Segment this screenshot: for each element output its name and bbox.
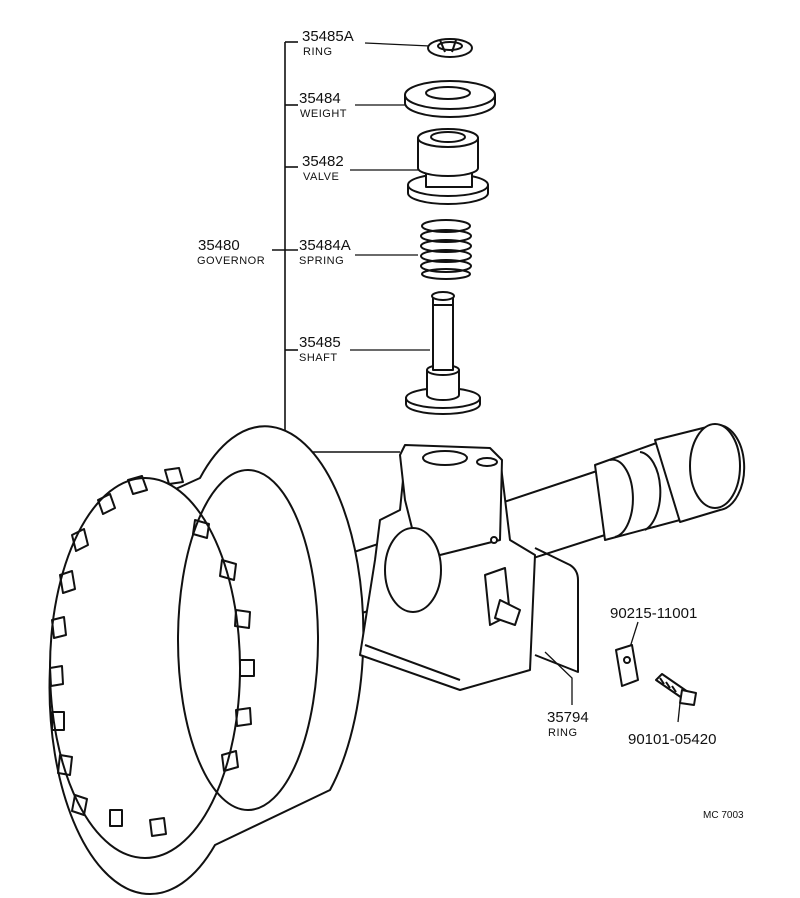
ring-clip-35794-part [534,547,579,673]
callout-plate: 90215-11001 [610,605,697,622]
callout-ring-top: 35485A RING [302,28,354,58]
spring-35484a-part [420,219,472,280]
callout-governor: 35480 GOVERNOR [197,237,265,267]
ring-clip-name: RING [548,727,578,739]
governor-name: GOVERNOR [197,255,265,267]
ring-top-number: 35485A [302,28,354,45]
weight-number: 35484 [299,90,341,107]
plate-number: 90215-11001 [610,605,697,622]
diagram-code: MC 7003 [703,810,744,821]
callout-ring-clip: 35794 RING [547,709,589,739]
valve-number: 35482 [302,153,344,170]
ring-top-name: RING [303,46,333,58]
valve-name: VALVE [303,171,339,183]
drum-slots [49,467,255,837]
governor-number: 35480 [198,237,240,254]
spring-name: SPRING [299,255,344,267]
weight-name: WEIGHT [300,108,347,120]
callout-weight: 35484 WEIGHT [299,90,347,120]
valve-35482-part [407,128,489,205]
bolt-90101-part [655,673,697,706]
drum-part [48,425,365,896]
callout-valve: 35482 VALVE [302,153,344,183]
ring-clip-number: 35794 [547,709,589,726]
callout-bolt: 90101-05420 [628,731,716,748]
callout-shaft: 35485 SHAFT [299,334,341,364]
weight-35484-part [404,80,496,118]
governor-body-part [359,444,536,691]
shaft-number: 35485 [299,334,341,351]
spring-number: 35484A [299,237,351,254]
plate-90215-part [615,644,639,687]
shaft-name: SHAFT [299,352,338,364]
ring-35485a-part [427,38,473,58]
callout-spring: 35484A SPRING [299,237,351,267]
bolt-number: 90101-05420 [628,731,716,748]
shaft-35485-part [405,291,481,415]
